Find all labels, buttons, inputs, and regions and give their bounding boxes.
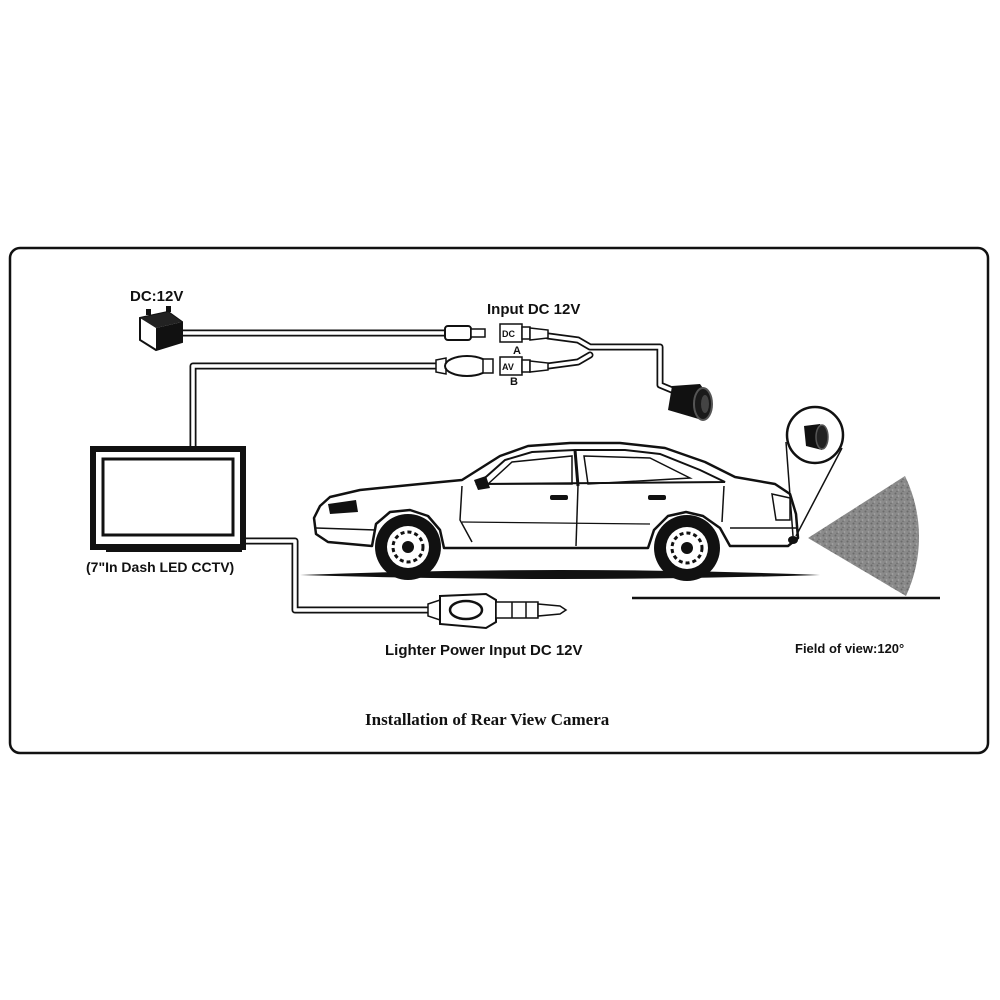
lighter-plug-icon: [427, 592, 568, 630]
camera-callout: [785, 405, 845, 537]
cable-monitor-av: [189, 362, 440, 454]
connector-av-tag: AV: [502, 362, 514, 372]
car-illustration: [312, 441, 800, 581]
av-connector-icon: [435, 355, 549, 377]
diagram-caption: Installation of Rear View Camera: [365, 710, 610, 729]
cable-to-camera: [544, 332, 676, 394]
dc-connector-icon: [444, 323, 549, 343]
battery-icon: [139, 306, 183, 352]
field-of-view-label: Field of view:120°: [795, 641, 904, 656]
rear-wheel: [654, 515, 720, 581]
camera-detail-icon: [804, 424, 829, 450]
front-wheel: [375, 514, 441, 580]
connector-dc-tag: DC: [502, 329, 515, 339]
connector-a-label: A: [513, 345, 521, 357]
monitor-label: (7"In Dash LED CCTV): [86, 559, 234, 575]
battery-label: DC:12V: [130, 288, 183, 305]
cable-monitor-lighter: [241, 537, 432, 614]
monitor-icon: [90, 446, 246, 552]
connector-b-label: B: [510, 376, 518, 388]
field-of-view-cone: [808, 476, 920, 596]
rear-camera-icon: [668, 384, 713, 421]
input-dc-label: Input DC 12V: [487, 301, 580, 318]
lighter-label: Lighter Power Input DC 12V: [385, 642, 583, 659]
cables: [174, 329, 676, 614]
